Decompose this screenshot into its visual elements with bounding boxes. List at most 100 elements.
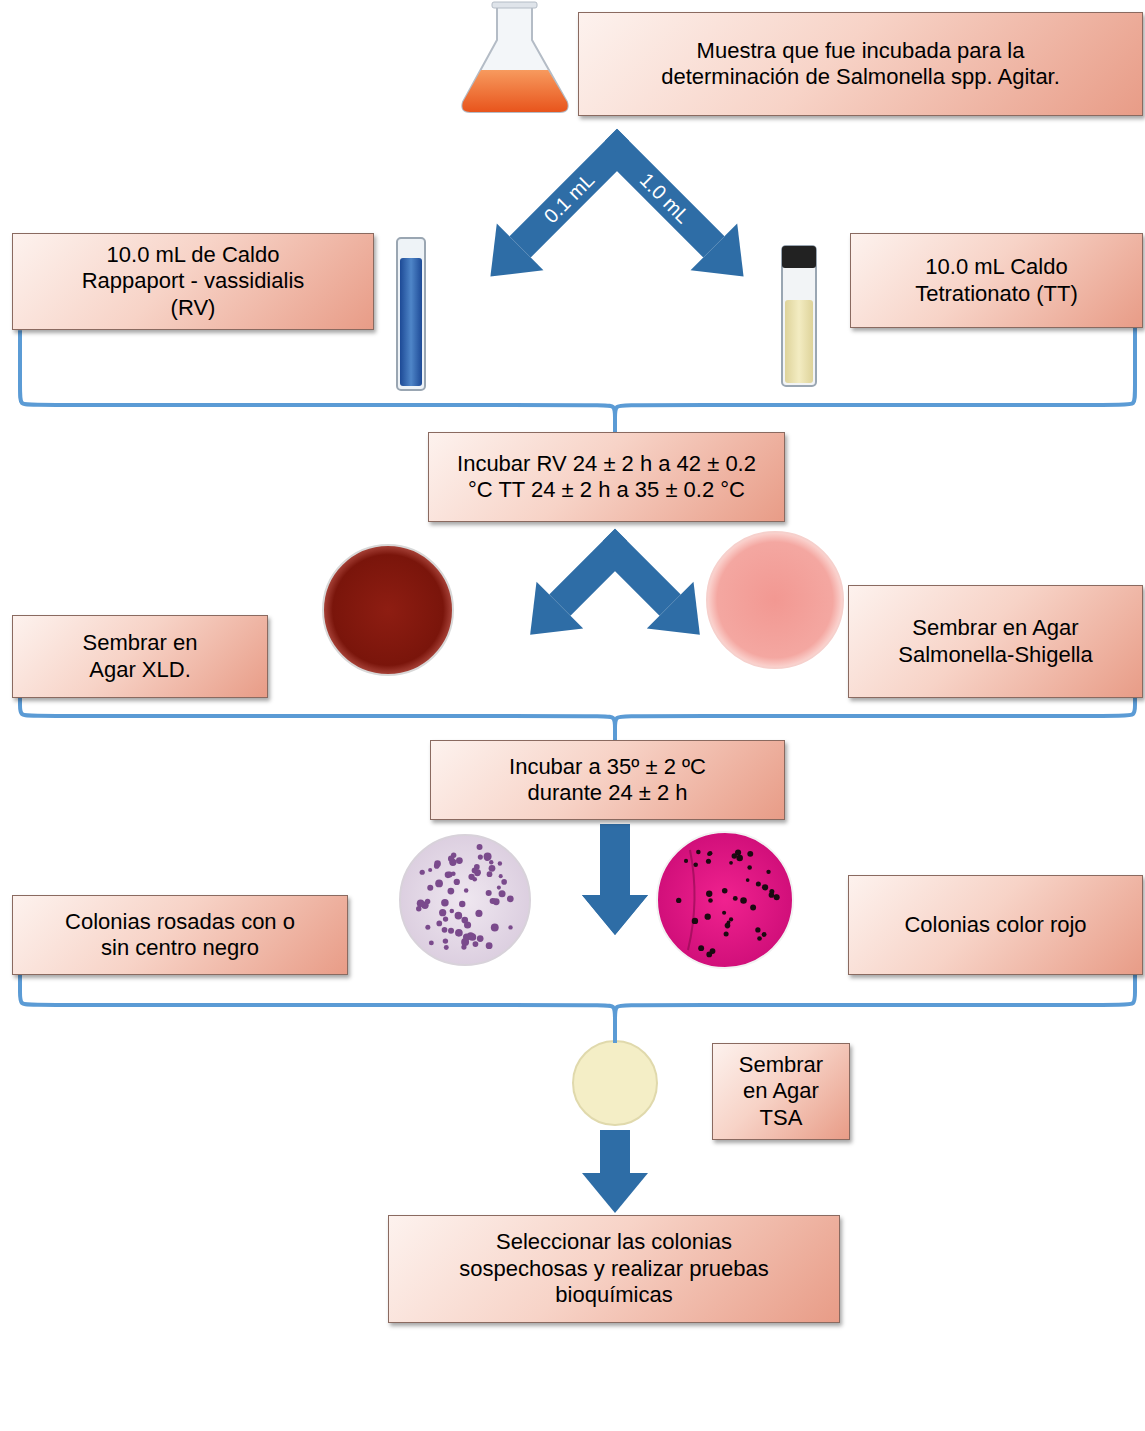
tube-liquid bbox=[400, 258, 422, 386]
incubation-box: Incubar RV 24 ± 2 h a 42 ± 0.2 °C TT 24 … bbox=[428, 432, 785, 522]
colony-dot bbox=[684, 859, 688, 863]
colony-dot bbox=[762, 932, 767, 937]
colony-dot bbox=[442, 927, 448, 933]
flask bbox=[462, 2, 567, 112]
result-box: Colonias rosadas con o sin centro negro bbox=[12, 895, 348, 975]
arrow-head bbox=[691, 224, 744, 277]
colony-dot bbox=[425, 899, 430, 904]
colony-dot bbox=[417, 899, 425, 907]
colony-dot bbox=[508, 925, 512, 929]
block-arrow bbox=[614, 550, 671, 605]
flask-glass bbox=[462, 6, 567, 112]
final-step-box: Seleccionar las colonias sospechosas y r… bbox=[388, 1215, 840, 1323]
colony-dot bbox=[708, 851, 712, 855]
colony-dot bbox=[698, 945, 704, 951]
colony-dot bbox=[428, 868, 432, 872]
colony-dot bbox=[451, 872, 456, 877]
box-text: Colonias rosadas con o sin centro negro bbox=[58, 909, 303, 962]
colony-dot bbox=[756, 881, 761, 886]
block-arrow bbox=[616, 150, 714, 247]
arrow-head bbox=[582, 895, 648, 935]
colony-dot bbox=[439, 909, 446, 916]
colony-dot bbox=[436, 921, 442, 927]
colony-dot bbox=[447, 888, 454, 895]
vial-cap bbox=[782, 246, 816, 268]
colony-dot bbox=[774, 895, 779, 900]
block-arrow bbox=[520, 150, 618, 247]
colony-dot bbox=[425, 925, 430, 930]
colony-dot bbox=[746, 878, 750, 882]
colony-dot bbox=[491, 924, 499, 932]
colony-dot bbox=[710, 948, 716, 954]
colony-dot bbox=[477, 844, 483, 850]
colony-dot bbox=[487, 871, 493, 877]
box-text: 10.0 mL Caldo Tetrationato (TT) bbox=[897, 254, 1097, 307]
colony-dot bbox=[459, 901, 465, 907]
colony-dot bbox=[443, 916, 448, 921]
colony-dot bbox=[497, 886, 501, 890]
colony-dot bbox=[474, 870, 480, 876]
tsa-plate bbox=[573, 1041, 657, 1125]
colony-dot bbox=[750, 905, 756, 911]
colony-dots bbox=[416, 844, 780, 957]
colony-dot bbox=[755, 927, 760, 932]
plating-box: Sembrar en Agar XLD. bbox=[12, 615, 268, 698]
colony-dot bbox=[725, 923, 731, 929]
colony-dot bbox=[478, 855, 483, 860]
colony-dot bbox=[441, 899, 449, 907]
colony-dot bbox=[434, 860, 441, 867]
colony-dot bbox=[769, 892, 775, 898]
sample-box: Muestra que fue incubada para la determi… bbox=[578, 12, 1143, 116]
colony-dot bbox=[693, 863, 698, 868]
arrow-head bbox=[647, 582, 700, 635]
colony-dot bbox=[708, 898, 713, 903]
colony-dot bbox=[473, 941, 479, 947]
broth-box: 10.0 mL de Caldo Rappaport - vassidialis… bbox=[12, 233, 374, 330]
colony-dot bbox=[692, 918, 698, 924]
colony-dot bbox=[501, 879, 507, 885]
colony-dot bbox=[490, 898, 496, 904]
colony-dot bbox=[454, 879, 460, 885]
colony-dot bbox=[705, 914, 711, 920]
xld-plate bbox=[323, 545, 453, 675]
colony-dot bbox=[455, 929, 463, 937]
colony-dot bbox=[722, 888, 728, 894]
colony-dot bbox=[486, 890, 492, 896]
colony-dot bbox=[435, 880, 443, 888]
bracket-connector bbox=[20, 330, 615, 432]
box-text: Muestra que fue incubada para la determi… bbox=[641, 38, 1081, 91]
colony-dot bbox=[455, 912, 463, 920]
bracket-connector bbox=[615, 975, 1135, 1043]
flask-rim bbox=[492, 2, 537, 8]
colony-dot bbox=[735, 849, 741, 855]
colony-dot bbox=[477, 935, 484, 942]
colony-dot bbox=[747, 851, 753, 857]
broth-box: 10.0 mL Caldo Tetrationato (TT) bbox=[850, 233, 1143, 328]
colony-plate bbox=[400, 835, 530, 965]
result-box: Colonias color rojo bbox=[848, 875, 1143, 975]
bracket-connector bbox=[20, 698, 615, 740]
colony-dot bbox=[461, 944, 466, 949]
colony-dot bbox=[747, 865, 752, 870]
tube-glass bbox=[397, 238, 425, 390]
colony-dot bbox=[696, 850, 701, 855]
box-text: Incubar a 35º ± 2 ºC durante 24 ± 2 h bbox=[490, 754, 725, 807]
box-text: 10.0 mL de Caldo Rappaport - vassidialis… bbox=[68, 242, 318, 321]
arrow-head bbox=[582, 1173, 648, 1213]
bracket-connector bbox=[615, 328, 1135, 432]
colony-dot bbox=[472, 877, 477, 882]
flask-liquid bbox=[462, 70, 567, 112]
colony-dot bbox=[489, 865, 496, 872]
incubation-box: Incubar a 35º ± 2 ºC durante 24 ± 2 h bbox=[430, 740, 785, 820]
colony-dot bbox=[443, 938, 448, 943]
arrow-head bbox=[582, 895, 648, 935]
colony-dot bbox=[464, 888, 469, 893]
colony-dot bbox=[757, 936, 762, 941]
arrow-head bbox=[530, 582, 583, 635]
colony-dot bbox=[729, 861, 733, 865]
colony-dot bbox=[766, 870, 770, 874]
colony-dot bbox=[736, 855, 743, 862]
bracket-connector bbox=[615, 698, 1135, 740]
